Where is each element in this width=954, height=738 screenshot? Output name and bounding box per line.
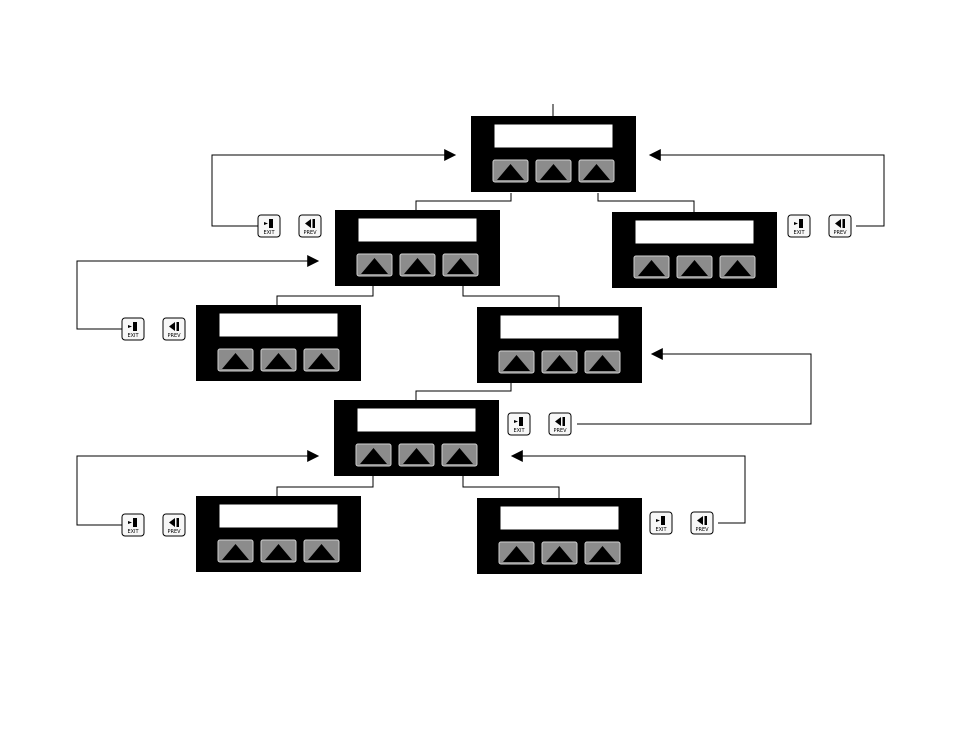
exit-prev-button-pair: EXIT PREV (508, 413, 571, 435)
prev-button-label: PREV (167, 333, 181, 339)
softkey-1[interactable] (499, 542, 534, 564)
prev-button[interactable]: PREV (829, 215, 851, 237)
lcd-display (494, 124, 613, 148)
softkey-1[interactable] (218, 349, 253, 371)
branch-line (416, 193, 511, 212)
exit-button-label: EXIT (655, 527, 667, 533)
display-panel-level1-left (335, 210, 500, 286)
branch-line (463, 286, 559, 308)
lcd-display (219, 313, 338, 337)
prev-button-label: PREV (833, 230, 847, 236)
branch-line (277, 476, 373, 497)
softkey-2[interactable] (536, 160, 571, 182)
softkey-3[interactable] (304, 349, 339, 371)
display-panel-level2-right (477, 307, 642, 383)
exit-prev-button-pair: EXIT PREV (122, 318, 185, 340)
softkey-3[interactable] (304, 540, 339, 562)
branch-line (416, 383, 511, 402)
prev-button[interactable]: PREV (549, 413, 571, 435)
softkey-2[interactable] (677, 256, 712, 278)
exit-prev-button-pair: EXIT PREV (258, 215, 321, 237)
softkey-3[interactable] (443, 254, 478, 276)
display-panel-level4-right (477, 498, 642, 574)
softkey-2[interactable] (400, 254, 435, 276)
softkey-3[interactable] (585, 351, 620, 373)
exit-button-label: EXIT (263, 230, 275, 236)
display-panel-level4-left (196, 496, 361, 572)
lcd-display (635, 220, 754, 244)
exit-prev-button-pair: EXIT PREV (122, 514, 185, 536)
exit-button-label: EXIT (127, 529, 139, 535)
prev-button[interactable]: PREV (691, 512, 713, 534)
lcd-display (219, 504, 338, 528)
prev-button-label: PREV (553, 428, 567, 434)
softkey-2[interactable] (542, 542, 577, 564)
lcd-display (500, 315, 619, 339)
prev-button-label: PREV (695, 527, 709, 533)
display-panel-level3-center (334, 400, 499, 476)
softkey-3[interactable] (585, 542, 620, 564)
softkey-1[interactable] (493, 160, 528, 182)
softkey-1[interactable] (356, 444, 391, 466)
exit-button-label: EXIT (127, 333, 139, 339)
branch-line (277, 286, 373, 306)
exit-button[interactable]: EXIT (122, 514, 144, 536)
lcd-display (500, 506, 619, 530)
softkey-1[interactable] (634, 256, 669, 278)
exit-button-label: EXIT (513, 428, 525, 434)
softkey-2[interactable] (261, 540, 296, 562)
exit-button[interactable]: EXIT (788, 215, 810, 237)
prev-button[interactable]: PREV (299, 215, 321, 237)
display-panel-level1-right (612, 212, 777, 288)
exit-button[interactable]: EXIT (508, 413, 530, 435)
exit-prev-button-pair: EXIT PREV (650, 512, 713, 534)
softkey-1[interactable] (357, 254, 392, 276)
exit-button-label: EXIT (793, 230, 805, 236)
display-panel-root (471, 116, 636, 192)
branch-line (463, 476, 559, 499)
prev-button[interactable]: PREV (163, 318, 185, 340)
exit-button[interactable]: EXIT (650, 512, 672, 534)
exit-button[interactable]: EXIT (122, 318, 144, 340)
branch-line (598, 193, 694, 213)
display-panel-level2-left (196, 305, 361, 381)
softkey-1[interactable] (218, 540, 253, 562)
softkey-2[interactable] (261, 349, 296, 371)
exit-button[interactable]: EXIT (258, 215, 280, 237)
softkey-3[interactable] (442, 444, 477, 466)
softkey-1[interactable] (499, 351, 534, 373)
exit-prev-button-pair: EXIT PREV (788, 215, 851, 237)
prev-button[interactable]: PREV (163, 514, 185, 536)
lcd-display (357, 408, 476, 432)
softkey-2[interactable] (399, 444, 434, 466)
prev-button-label: PREV (303, 230, 317, 236)
softkey-3[interactable] (579, 160, 614, 182)
lcd-display (358, 218, 477, 242)
prev-button-label: PREV (167, 529, 181, 535)
softkey-2[interactable] (542, 351, 577, 373)
softkey-3[interactable] (720, 256, 755, 278)
